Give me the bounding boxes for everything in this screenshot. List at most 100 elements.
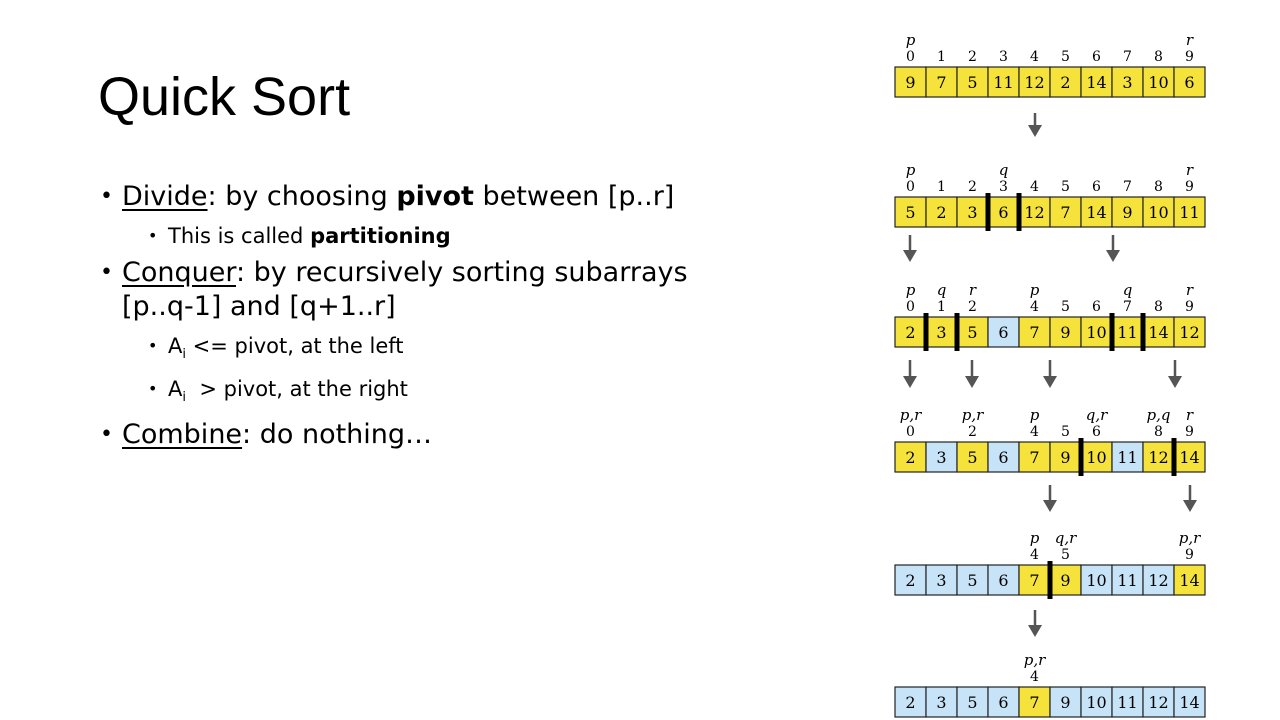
array-cell-value: 14 (1086, 203, 1106, 222)
sub-bullet-left-text: <= pivot, at the left (186, 334, 404, 358)
down-arrow-icon (1028, 625, 1042, 637)
array-cell (894, 686, 927, 718)
array-index-label: 8 (1154, 179, 1163, 195)
array-cell-value: 11 (1117, 571, 1137, 590)
array-cell-value: 6 (998, 571, 1008, 590)
down-arrow-icon (965, 376, 979, 388)
array-cell-value: 14 (1148, 323, 1168, 342)
pointer-label: q,r (1086, 406, 1108, 424)
array-index-label: 6 (1092, 179, 1101, 195)
array-cell-value: 7 (1029, 571, 1039, 590)
partition-divider (985, 193, 991, 231)
array-index-label: 6 (1092, 49, 1101, 65)
pointer-label: p,r (900, 406, 922, 424)
bullet-conquer-line2: [p..q-1] and [q+1..r] (122, 291, 396, 322)
pointer-label: q,r (1055, 529, 1077, 547)
array-cell-value: 7 (936, 73, 946, 92)
array-cell (1173, 66, 1206, 98)
array-cell-value: 7 (1060, 203, 1070, 222)
array-cell (987, 686, 1020, 718)
array-cell-value: 12 (1148, 448, 1168, 467)
array-index-label: 4 (1030, 179, 1039, 195)
array-cell (1173, 316, 1206, 348)
array-cell-value: 12 (1024, 73, 1044, 92)
pointer-label: p (1030, 529, 1040, 547)
array-index-label: 7 (1123, 299, 1132, 315)
array-cell-value: 10 (1086, 693, 1106, 712)
array-index-label: 4 (1030, 669, 1039, 685)
array-cell-value: 6 (998, 323, 1008, 342)
array-cell-value: 12 (1024, 203, 1044, 222)
bullet-divide-label: Divide (122, 181, 208, 212)
array-index-label: 5 (1061, 424, 1070, 440)
array-index-label: 3 (999, 49, 1008, 65)
bullet-divide-bold: pivot (396, 181, 474, 212)
array-cell-value: 9 (905, 73, 915, 92)
pointer-label: p (1030, 406, 1040, 424)
pointer-label: p,q (1147, 406, 1171, 424)
partition-divider (1078, 438, 1084, 476)
pointer-label: r (969, 281, 977, 299)
pointer-label: p,r (1179, 529, 1201, 547)
array-cell (925, 564, 958, 596)
array-index-label: 0 (906, 424, 915, 440)
array-cell (1080, 196, 1113, 228)
array-index-label: 4 (1030, 49, 1039, 65)
pointer-label: r (1186, 31, 1194, 49)
sub-bullet-left-sub: i (182, 347, 186, 363)
array-cell (1173, 564, 1206, 596)
sub-bullet-partitioning: This is called partitioning (148, 222, 800, 250)
array-cell-value: 9 (1060, 323, 1070, 342)
array-cell-value: 14 (1179, 693, 1199, 712)
array-index-label: 0 (906, 299, 915, 315)
array-cell (1142, 316, 1175, 348)
array-cell-value: 10 (1086, 448, 1106, 467)
array-cell-value: 2 (905, 693, 915, 712)
bullet-list: Divide: by choosing pivot between [p..r]… (100, 180, 800, 460)
array-index-label: 1 (937, 179, 946, 195)
array-cell-value: 3 (936, 571, 946, 590)
array-cell (956, 441, 989, 473)
array-cell-value: 3 (967, 203, 977, 222)
bullet-combine-label: Combine (122, 419, 243, 451)
bullet-conquer-line1: : by recursively sorting subarrays (235, 257, 688, 288)
array-cell-value: 11 (1179, 203, 1199, 222)
partition-divider (1171, 438, 1177, 476)
array-cell-value: 7 (1029, 323, 1039, 342)
array-cell-value: 9 (1122, 203, 1132, 222)
pointer-label: q (999, 161, 1009, 179)
array-index-label: 4 (1030, 424, 1039, 440)
pointer-label: p (1030, 281, 1040, 299)
array-cell-value: 9 (1060, 448, 1070, 467)
array-cell-value: 7 (1029, 448, 1039, 467)
sub-bullet-left: Ai <= pivot, at the left (148, 332, 800, 369)
bullet-divide-text: : by choosing (207, 181, 397, 212)
sub-bullet-right-sub: i (182, 390, 186, 406)
array-cell-value: 11 (1117, 693, 1137, 712)
array-cell-value: 6 (1184, 73, 1194, 92)
pointer-label: r (1186, 406, 1194, 424)
array-cell (956, 564, 989, 596)
array-cell-value: 6 (998, 203, 1008, 222)
array-cell-value: 10 (1148, 203, 1168, 222)
array-index-label: 0 (906, 49, 915, 65)
array-cell (1111, 564, 1144, 596)
partition-divider (923, 313, 929, 351)
partition-divider (1140, 313, 1146, 351)
array-index-label: 5 (1061, 49, 1070, 65)
pointer-label: q (937, 281, 947, 299)
array-cell (1142, 196, 1175, 228)
array-index-label: 3 (999, 179, 1008, 195)
array-index-label: 0 (906, 179, 915, 195)
array-cell-value: 10 (1086, 323, 1106, 342)
array-cell-value: 11 (993, 73, 1013, 92)
array-index-label: 9 (1185, 424, 1194, 440)
array-cell-value: 6 (998, 693, 1008, 712)
array-cell (1049, 196, 1082, 228)
array-cell (894, 441, 927, 473)
bullet-divide-text2: between [p..r] (473, 181, 675, 212)
array-cell-value: 2 (905, 571, 915, 590)
array-index-label: 8 (1154, 424, 1163, 440)
down-arrow-icon (903, 250, 917, 262)
bullet-conquer: Conquer: by recursively sorting subarray… (100, 256, 800, 324)
